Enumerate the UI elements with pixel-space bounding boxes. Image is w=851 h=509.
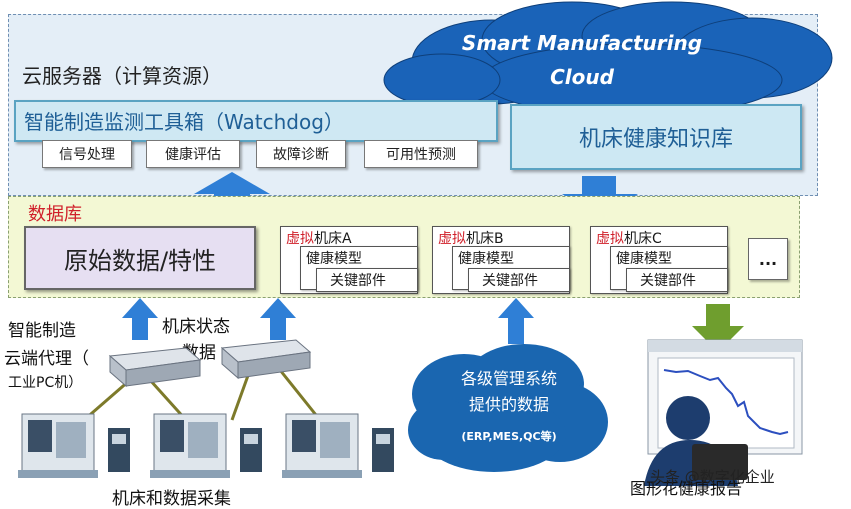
virtual-machine-c-title: 虚拟机床C: [596, 228, 662, 248]
laptop-icon: [692, 444, 748, 480]
key-part-a: 关键部件: [330, 273, 386, 289]
virtual-machine-b-title: 虚拟机床B: [438, 228, 504, 248]
management-line2: 提供的数据: [468, 395, 549, 414]
report-caption-text: 图形花健康报告: [630, 479, 743, 498]
raw-data-box: 原始数据/特性: [24, 226, 256, 290]
arrow-up-mid: [260, 298, 296, 340]
machine-tool-icon: [18, 413, 130, 478]
virtual-prefix: 虚拟: [438, 231, 466, 247]
user-avatar-head: [666, 396, 710, 440]
agent-label-line2: 云端代理（: [4, 349, 89, 369]
tool-signal-processing: 信号处理: [42, 140, 132, 168]
management-cloud-shape: [408, 344, 608, 472]
degradation-curve-icon: [663, 369, 789, 436]
industrial-pc-icon: [220, 339, 312, 380]
health-report-illustration: [644, 339, 803, 486]
tool-fault-diagnosis: 故障诊断: [256, 140, 346, 168]
health-model-b: 健康模型: [458, 251, 514, 267]
machine-tool-icon: [282, 413, 394, 478]
machine-name: 机床B: [466, 231, 504, 247]
key-part-box-c: [626, 268, 728, 292]
database-title: 数据库: [28, 204, 82, 225]
arrow-up-mgmt: [498, 298, 534, 344]
management-line3: (ERP,MES,QC等): [461, 430, 557, 443]
watchdog-title: 智能制造监测工具箱（Watchdog）: [24, 110, 344, 134]
virtual-machine-a-title: 虚拟机床A: [286, 228, 352, 248]
knowledge-base-box: 机床健康知识库: [510, 104, 802, 170]
cloud-title: Smart Manufacturing Cloud: [432, 26, 732, 94]
machine-name: 机床A: [314, 231, 352, 247]
key-part-box-b: [468, 268, 570, 292]
watchdog-box: [14, 100, 498, 142]
agent-label-line3: 工业PC机）: [8, 375, 83, 391]
cloud-server-title: 云服务器（计算资源）: [22, 64, 222, 88]
agent-label-line1: 智能制造: [8, 321, 76, 341]
machine-tool-icon: [150, 413, 262, 478]
management-text: 各级管理系统 提供的数据: [424, 366, 594, 418]
arrow-up-left: [122, 298, 158, 340]
arrow-down-report: [692, 304, 744, 352]
health-model-c: 健康模型: [616, 251, 672, 267]
report-caption: 图形花健康报告: [630, 475, 742, 499]
management-line1: 各级管理系统: [460, 369, 557, 388]
virtual-prefix: 虚拟: [286, 231, 314, 247]
tool-health-assessment: 健康评估: [146, 140, 240, 168]
cloud-title-line2: Cloud: [550, 65, 614, 89]
key-part-c: 关键部件: [640, 273, 696, 289]
tool-availability-prediction: 可用性预测: [364, 140, 478, 168]
arrow-up-to-watchdog: [194, 172, 270, 214]
key-part-box-a: [316, 268, 418, 292]
watermark: 头条 @数字化企业: [650, 468, 775, 486]
more-machines-box: ...: [748, 238, 788, 280]
health-model-a: 健康模型: [306, 251, 362, 267]
industrial-pc-icon: [108, 347, 202, 388]
acquisition-label: 机床和数据采集: [112, 489, 231, 509]
key-part-b: 关键部件: [482, 273, 538, 289]
machine-name: 机床C: [624, 231, 662, 247]
smart-cloud-shape: [383, 1, 833, 117]
cloud-title-line1: Smart Manufacturing: [461, 31, 703, 55]
virtual-prefix: 虚拟: [596, 231, 624, 247]
status-label-line1: 机床状态: [162, 317, 230, 337]
